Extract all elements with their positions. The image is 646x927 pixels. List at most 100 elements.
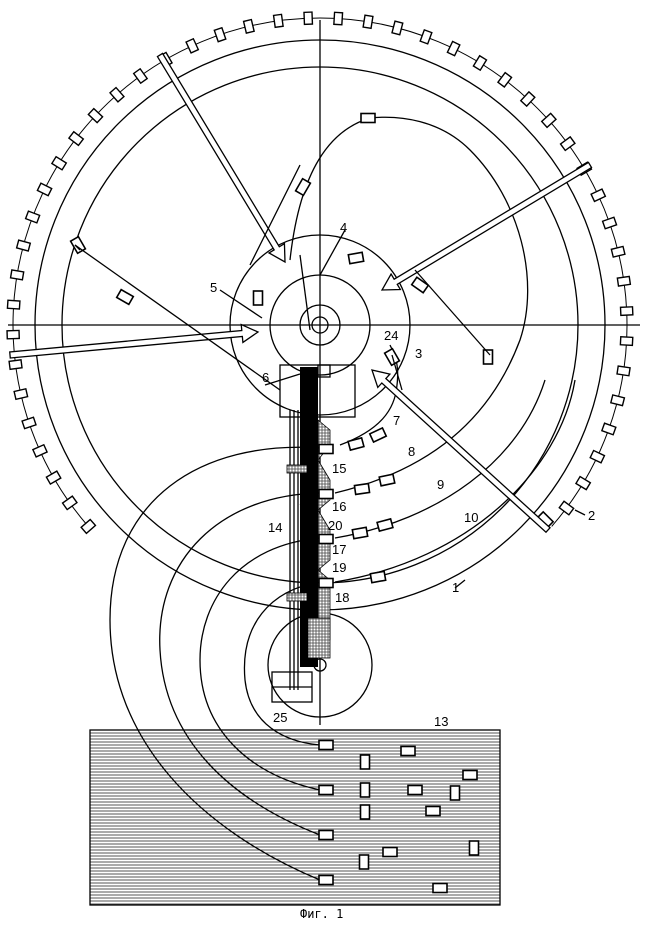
label-20: 20 <box>328 518 342 533</box>
feed-arrow <box>382 162 592 290</box>
label-6: 6 <box>262 370 269 385</box>
clamp-lower <box>287 593 307 601</box>
ring-tooth <box>37 183 51 195</box>
ring-tooth <box>7 300 20 309</box>
guide-rails <box>290 410 298 690</box>
label-3: 3 <box>415 346 422 361</box>
item-rect <box>319 579 333 588</box>
label-1: 1 <box>452 580 459 595</box>
item-rect <box>254 291 263 305</box>
ring-tooth <box>52 157 66 170</box>
ring-tooth <box>11 270 24 280</box>
item-rect <box>379 474 395 486</box>
ring-tooth <box>69 132 83 146</box>
ring-tooth <box>591 189 605 201</box>
label-24: 24 <box>384 328 398 343</box>
label-19: 19 <box>332 560 346 575</box>
ring-tooth <box>473 56 486 70</box>
ring-tooth <box>559 501 573 515</box>
ring-tooth <box>14 389 27 399</box>
item-rect <box>348 438 364 450</box>
ring-tooth <box>22 417 36 428</box>
ring-tooth <box>590 450 604 462</box>
label-4: 4 <box>340 220 347 235</box>
item-rect <box>401 747 415 756</box>
ring-tooth <box>447 41 459 55</box>
label-10: 10 <box>464 510 478 525</box>
label-9: 9 <box>437 477 444 492</box>
storage-field <box>90 730 500 905</box>
item-rect <box>383 848 397 857</box>
ring-tooth <box>17 240 31 251</box>
ring-tooth <box>392 21 403 35</box>
ring-tooth <box>617 366 630 376</box>
ring-tooth <box>244 20 255 34</box>
label-14: 14 <box>268 520 282 535</box>
ring-tooth <box>186 39 198 53</box>
ring-tooth <box>498 73 512 87</box>
item-rect <box>370 571 385 582</box>
ring-tooth <box>611 246 625 257</box>
item-rect <box>361 114 375 123</box>
ring-tooth <box>620 337 632 346</box>
item-rect <box>319 786 333 795</box>
item-rect <box>354 484 369 495</box>
ring-tooth <box>7 330 19 338</box>
item-rect <box>470 841 479 855</box>
figure-caption: Фиг. 1 <box>300 907 343 921</box>
label-25: 25 <box>273 710 287 725</box>
ring-tooth <box>274 14 284 27</box>
label-16: 16 <box>332 499 346 514</box>
item-rect <box>319 741 333 750</box>
label-5: 5 <box>210 280 217 295</box>
label-13: 13 <box>434 714 448 729</box>
feed-arrow <box>157 53 285 262</box>
item-rect <box>433 884 447 893</box>
item-rect <box>360 855 369 869</box>
feed-arrow <box>372 370 550 532</box>
label-2: 2 <box>588 508 595 523</box>
item-rect <box>370 428 386 442</box>
ring-tooth <box>617 276 630 286</box>
clamp-upper <box>287 465 307 473</box>
item-rect <box>319 445 333 454</box>
item-rect <box>451 786 460 800</box>
item-rect <box>377 519 393 531</box>
ring-tooth <box>9 360 22 369</box>
ring-tooth <box>363 15 373 28</box>
item-rect <box>361 755 370 769</box>
item-rect <box>352 527 367 538</box>
item-rect <box>348 252 363 263</box>
conveyor-lines <box>75 165 490 390</box>
item-rect <box>319 535 333 544</box>
ring-tooth <box>46 471 60 484</box>
ring-tooth <box>603 217 617 229</box>
ring-tooth <box>576 477 590 490</box>
item-rect <box>361 783 370 797</box>
item-rect <box>296 179 311 196</box>
item-rect <box>361 805 370 819</box>
ring-tooth <box>134 69 148 83</box>
ring-tooth <box>214 28 225 42</box>
label-15: 15 <box>332 461 346 476</box>
label-18: 18 <box>335 590 349 605</box>
item-rect <box>426 807 440 816</box>
item-rect <box>463 771 477 780</box>
item-rect <box>412 277 429 292</box>
item-rect <box>408 786 422 795</box>
ring-tooth <box>621 307 633 316</box>
ring-tooth <box>420 30 432 44</box>
item-rect <box>319 876 333 885</box>
lower-hatched-block <box>308 618 330 658</box>
label-17: 17 <box>332 542 346 557</box>
feed-arrow <box>10 325 258 358</box>
ring-tooth <box>611 395 625 406</box>
label-7: 7 <box>393 413 400 428</box>
ring-tooth <box>561 137 575 151</box>
label-8: 8 <box>408 444 415 459</box>
ring-tooth <box>33 445 47 457</box>
ring-tooth <box>63 496 77 509</box>
ring-tooth <box>81 519 95 533</box>
ring-tooth <box>304 12 312 24</box>
